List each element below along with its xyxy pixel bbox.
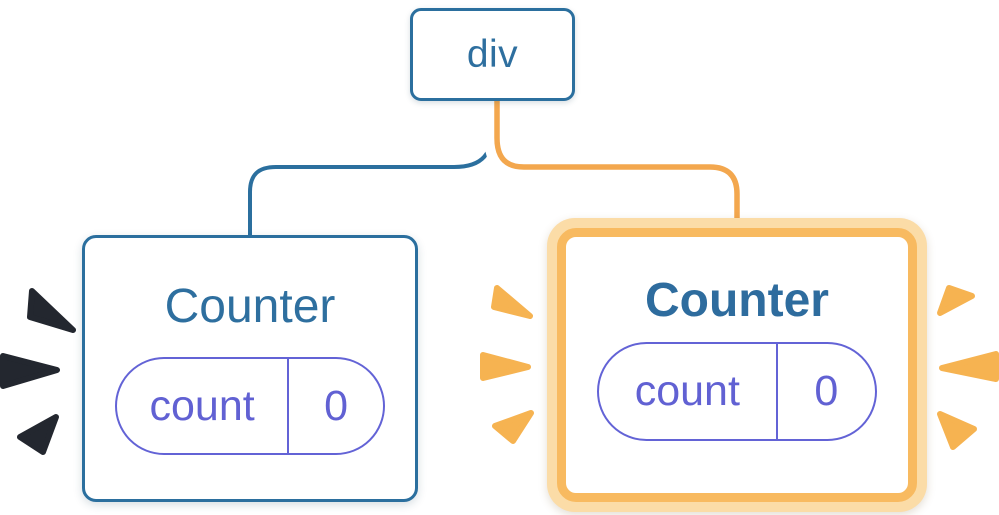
root-node: div — [410, 8, 575, 101]
state-pill-right: count 0 — [597, 342, 877, 441]
burst-sparks-left-icon — [0, 288, 76, 455]
state-key-cell: count — [117, 359, 290, 453]
state-key-right: count — [634, 367, 740, 415]
state-key-cell: count — [599, 344, 778, 439]
counter-card-right-highlight-ring: Counter count 0 — [547, 218, 927, 512]
edge-root-to-right-counter — [494, 101, 740, 226]
state-value-right: 0 — [814, 367, 839, 415]
root-node-label: div — [466, 32, 519, 76]
edge-highlight-casing — [484, 101, 750, 226]
counter-card-right: Counter count 0 — [557, 228, 917, 502]
counter-card-left: Counter count 0 — [82, 235, 418, 502]
state-pill-left: count 0 — [115, 357, 385, 455]
burst-sparks-middle-icon — [480, 285, 534, 444]
counter-title-right: Counter — [645, 274, 829, 327]
state-value-cell: 0 — [289, 359, 383, 453]
counter-title-left: Counter — [164, 280, 336, 333]
state-value-cell: 0 — [778, 344, 875, 439]
state-value-left: 0 — [324, 381, 349, 430]
burst-sparks-right-icon — [937, 285, 999, 450]
state-key-left: count — [149, 381, 255, 430]
edge-root-to-left-counter — [248, 101, 494, 240]
